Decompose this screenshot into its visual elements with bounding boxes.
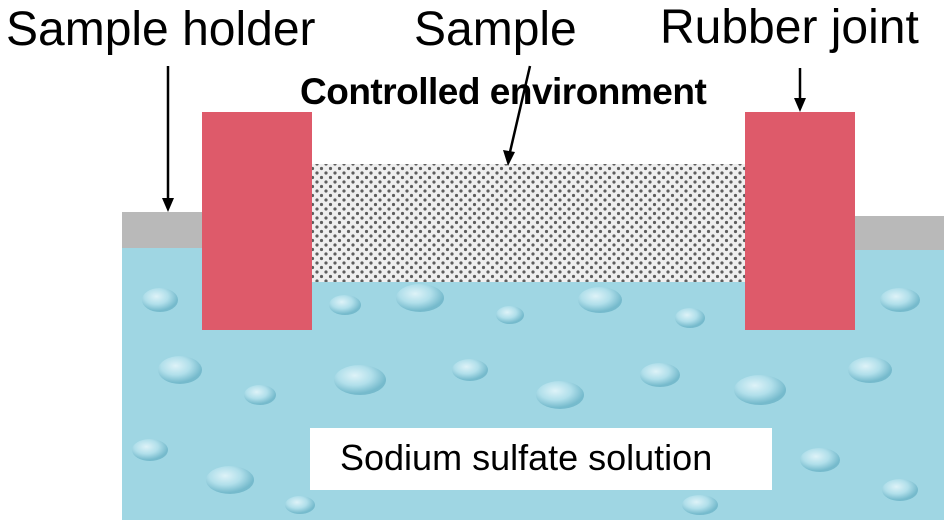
rubber-joint-right <box>745 112 855 330</box>
solution-label-box <box>310 428 772 490</box>
sample-holder-label: Sample holder <box>6 3 316 56</box>
rubber-joint-label: Rubber joint <box>660 1 919 54</box>
water-droplets <box>132 284 920 515</box>
controlled-environment-label: Controlled environment <box>300 71 707 112</box>
solution-label: Sodium sulfate solution <box>340 437 713 478</box>
pointer-arrows <box>162 65 806 212</box>
sample-holder-right <box>854 216 944 250</box>
sample-block <box>312 164 746 282</box>
sample-label: Sample <box>414 3 577 56</box>
sample-holder-left <box>122 212 204 248</box>
arrow-sample <box>508 65 532 153</box>
rubber-joint-left <box>202 112 312 330</box>
